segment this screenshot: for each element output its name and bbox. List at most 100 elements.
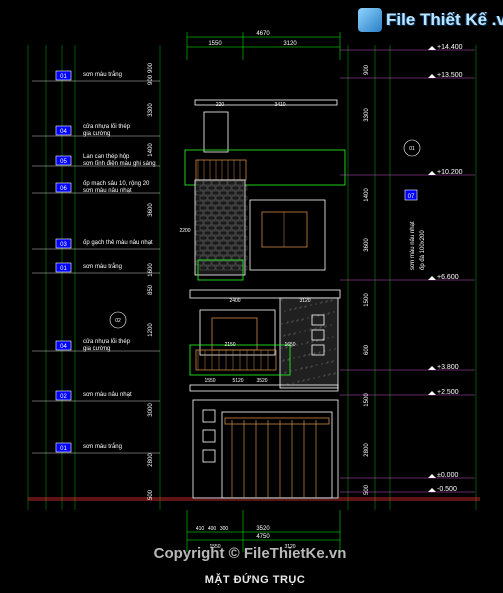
brick — [199, 235, 208, 241]
elevation-level-value: +2.500 — [437, 389, 459, 396]
stone-texture-dot — [284, 372, 286, 374]
level-marker-triangle — [428, 366, 436, 370]
brick — [199, 265, 208, 271]
note-tag-number: 04 — [60, 129, 67, 135]
brick — [207, 185, 216, 191]
stone-texture-dot — [284, 334, 286, 336]
stone-texture-dot — [324, 374, 326, 376]
floor-dimension: 1650 — [284, 342, 295, 348]
left-dimension-value: 900 — [148, 74, 154, 85]
stone-texture-dot — [304, 306, 306, 308]
stone-texture-dot — [285, 347, 287, 349]
stone-texture-dot — [306, 342, 308, 344]
floor-dimension: 3120 — [299, 298, 310, 304]
brick — [223, 245, 232, 251]
stone-texture-dot — [326, 300, 328, 302]
small-window — [311, 314, 325, 326]
right-dimension-value: 900 — [364, 64, 370, 75]
bottom-dimension-sub: 1550 — [209, 544, 220, 550]
right-dimension-value: 3600 — [364, 238, 370, 252]
stone-texture-dot — [333, 311, 335, 313]
brick — [211, 190, 220, 196]
brick — [219, 220, 228, 226]
stone-texture-dot — [324, 326, 326, 328]
brick — [195, 220, 204, 226]
stone-texture-dot — [303, 379, 305, 381]
stone-texture-dot — [289, 333, 291, 335]
inner-dimension: 3410 — [274, 102, 285, 108]
brick — [215, 235, 224, 241]
stone-texture-dot — [311, 341, 313, 343]
elevation-level-value: -0.500 — [437, 486, 457, 493]
note-tag-box — [55, 442, 72, 453]
stone-texture-dot — [284, 310, 286, 312]
brick — [239, 185, 248, 191]
brick — [223, 265, 232, 271]
brick — [223, 215, 232, 221]
floor-dimension: 3520 — [256, 378, 267, 384]
left-dimension-value: 1400 — [148, 143, 154, 157]
stone-texture-dot — [290, 308, 292, 310]
stone-texture-dot — [314, 328, 316, 330]
stone-texture-dot — [288, 358, 290, 360]
brick — [199, 205, 208, 211]
stone-texture-dot — [297, 381, 299, 383]
stone-texture-dot — [301, 343, 303, 345]
right-dimension-value: 3300 — [364, 108, 370, 122]
section-mark-circle — [109, 311, 127, 329]
brick — [203, 200, 212, 206]
left-dimension-value: 3000 — [148, 403, 154, 417]
brick — [227, 180, 236, 186]
left-dimension-value: 3600 — [148, 203, 154, 217]
left-dimension-value: 500 — [148, 489, 154, 500]
note-tag-number: 04 — [60, 344, 67, 350]
upper-window — [261, 211, 308, 248]
brick — [219, 240, 228, 246]
stone-texture-dot — [302, 380, 304, 382]
stone-texture-dot — [282, 360, 284, 362]
stone-texture-dot — [318, 352, 320, 354]
copyright-watermark: Copyright © FileThietKe.vn — [153, 545, 347, 562]
brick — [195, 190, 204, 196]
stone-texture-dot — [295, 307, 297, 309]
note-tag-number: 03 — [60, 242, 67, 248]
note-text: ốp gạch thẻ màu nâu nhạt — [83, 240, 153, 246]
brick — [195, 240, 204, 246]
level-marker-triangle — [428, 276, 436, 280]
brick — [223, 195, 232, 201]
stone-texture-dot — [330, 324, 332, 326]
brick — [203, 190, 212, 196]
stone-texture-dot — [329, 373, 331, 375]
stone-texture-dot — [327, 337, 329, 339]
brick — [227, 240, 236, 246]
level-marker-triangle — [428, 171, 436, 175]
stone-texture-dot — [304, 354, 306, 356]
brick — [211, 260, 220, 266]
stone-texture-dot — [319, 351, 321, 353]
brick — [227, 250, 236, 256]
stone-texture-dot — [292, 382, 294, 384]
elevation-level-markers: +14.400+13.500+10.200+6.600+3.800+2.500±… — [340, 44, 475, 493]
stone-texture-dot — [310, 366, 312, 368]
stone-texture-dot — [299, 307, 301, 309]
brick — [203, 220, 212, 226]
level-marker-triangle — [428, 74, 436, 78]
stone-texture-dot — [323, 313, 325, 315]
stone-texture-dot — [290, 370, 292, 372]
brick — [219, 180, 228, 186]
left-dimension-value: 1600 — [148, 263, 154, 277]
side-window — [202, 449, 216, 463]
side-window — [202, 409, 216, 423]
brick — [203, 250, 212, 256]
left-dimension-value: 3300 — [148, 103, 154, 117]
stone-texture-dot — [314, 352, 316, 354]
elevation-level-value: +6.600 — [437, 274, 459, 281]
floor-dimension: 2400 — [229, 298, 240, 304]
stone-texture-dot — [285, 371, 287, 373]
inner-dimension: 220 — [216, 102, 225, 108]
bottom-dimension-segment: 400 — [208, 526, 217, 532]
stone-texture-dot — [281, 347, 283, 349]
stone-texture-dot — [317, 315, 319, 317]
note-tag-number: 05 — [60, 159, 67, 165]
stone-texture-dot — [321, 301, 323, 303]
